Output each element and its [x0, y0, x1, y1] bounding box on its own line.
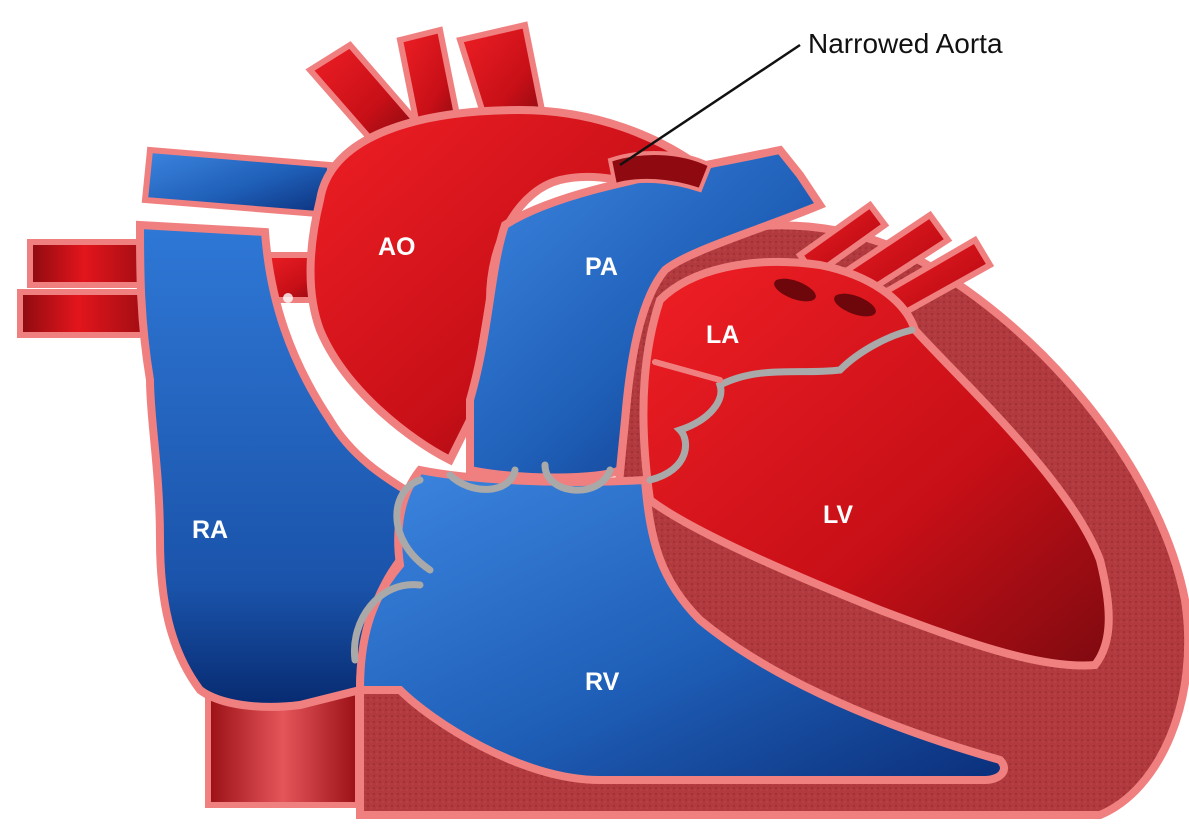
label-ra: RA [192, 516, 228, 544]
label-la: LA [706, 321, 739, 349]
label-lv: LV [823, 501, 853, 529]
vessel-highlight [283, 293, 293, 303]
label-ao: AO [378, 233, 416, 261]
narrowed-aorta-label: Narrowed Aorta [808, 28, 1003, 59]
label-rv: RV [585, 668, 620, 696]
upper-left-veins [145, 150, 330, 215]
callout-line [620, 45, 800, 165]
label-pa: PA [585, 253, 618, 281]
